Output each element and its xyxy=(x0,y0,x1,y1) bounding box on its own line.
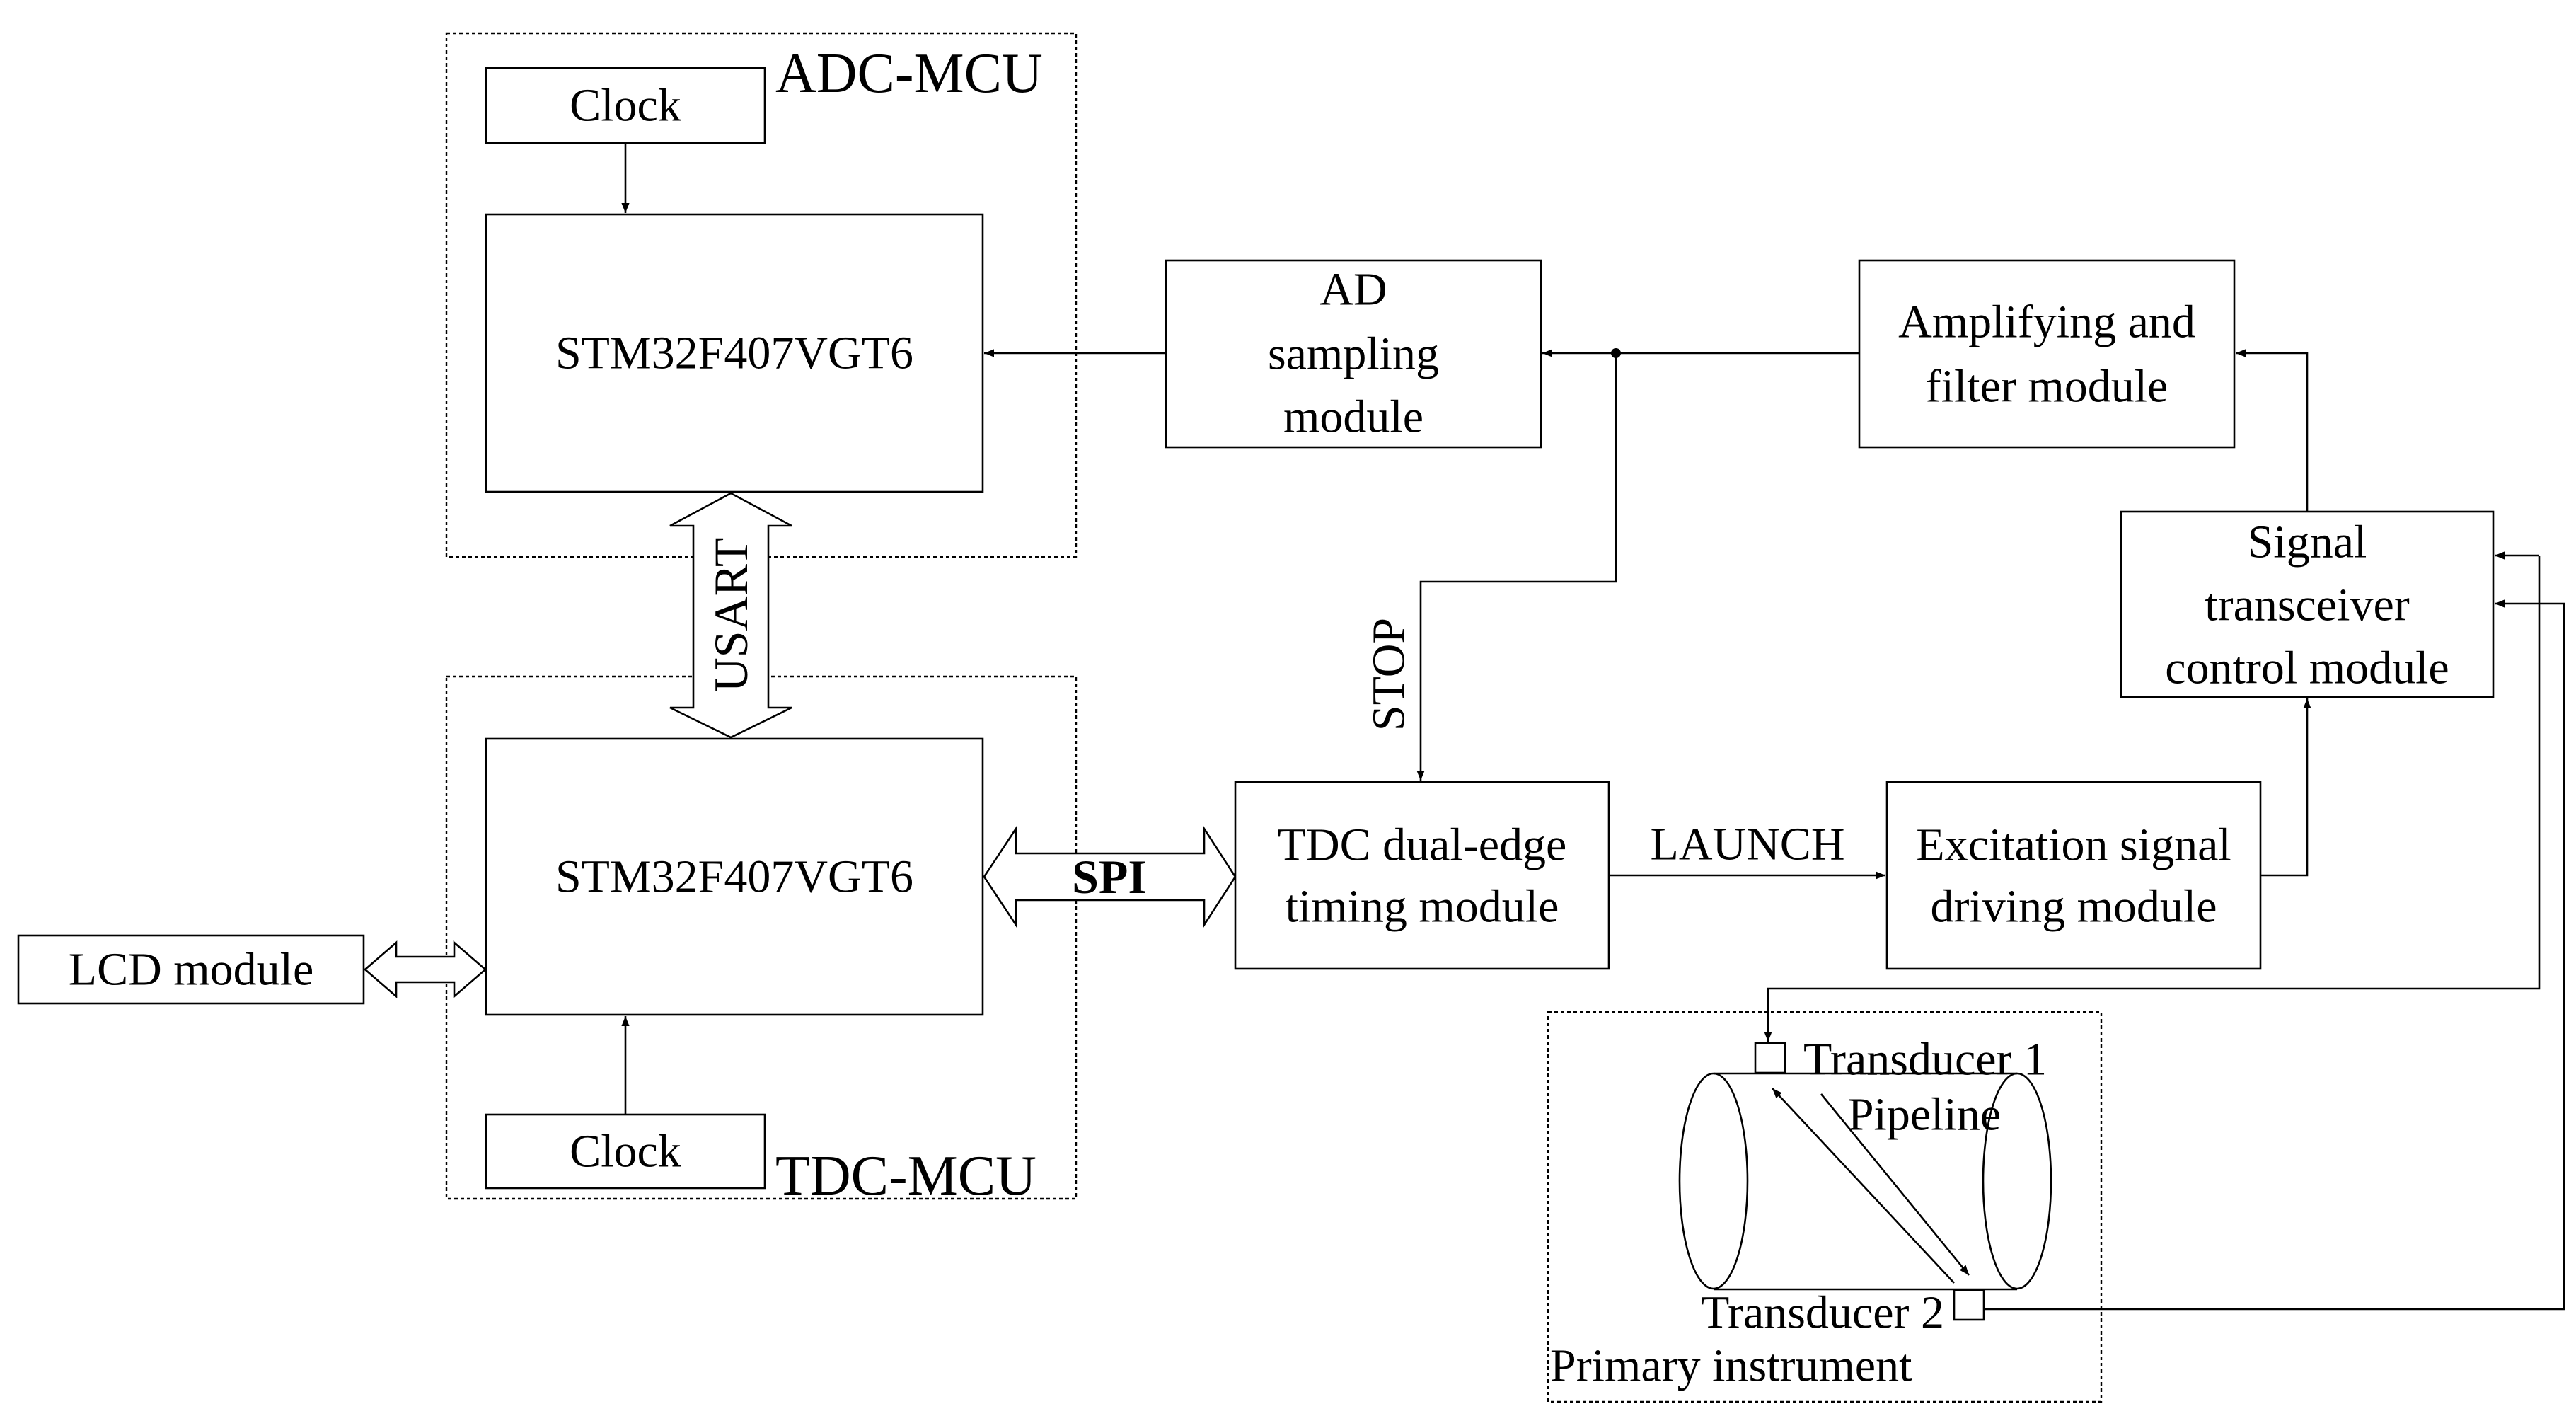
lcd-module-label: LCD module xyxy=(69,944,313,996)
ad-sampling-module-box xyxy=(1165,259,1542,449)
excitation-line-1: Excitation signal xyxy=(1916,819,2231,871)
pipeline-right-end xyxy=(1982,1072,2052,1290)
amplifying-filter-module-box xyxy=(1858,259,2236,449)
stop-signal-line xyxy=(1416,353,1617,781)
transducer-2-link xyxy=(1968,599,2565,1311)
ad-sampling-line-2: sampling xyxy=(1268,328,1439,380)
ultrasonic-path-upstream xyxy=(1772,1088,1955,1284)
tdc-stm32-label: STM32F407VGT6 xyxy=(555,851,913,903)
excitation-line-2: driving module xyxy=(1930,881,2217,933)
ad-sampling-line-1: AD xyxy=(1319,264,1387,316)
transducer-2-box xyxy=(1953,1289,1985,1321)
tdc-timing-module-box xyxy=(1234,781,1610,970)
transceiver-line-2: transceiver xyxy=(2205,580,2410,631)
tdc-mcu-title: TDC-MCU xyxy=(775,1145,1036,1207)
tdc-clock-label: Clock xyxy=(570,1126,681,1178)
transceiver-line-1: Signal xyxy=(2248,517,2367,568)
pipeline-left-end xyxy=(1678,1072,1749,1290)
launch-signal-label: LAUNCH xyxy=(1651,819,1845,870)
transducer-1-box xyxy=(1754,1042,1786,1074)
transceiver-to-amplifying-arrow xyxy=(2236,349,2309,512)
amplifying-line-1: Amplifying and xyxy=(1898,297,2195,348)
usart-bus-label: USART xyxy=(704,538,758,693)
primary-instrument-label: Primary instrument xyxy=(1550,1340,1912,1392)
transducer-1-link xyxy=(1764,556,2541,1042)
adc-stm32-label: STM32F407VGT6 xyxy=(555,328,913,379)
usart-bus-arrow xyxy=(669,492,792,739)
transducer-2-label: Transducer 2 xyxy=(1701,1287,1944,1339)
spi-bus-label: SPI xyxy=(1072,850,1147,904)
ad-sampling-line-3: module xyxy=(1283,391,1423,443)
stop-signal-label: STOP xyxy=(1363,618,1415,731)
excitation-to-transceiver-arrow xyxy=(2260,698,2311,877)
transceiver-line-3: control module xyxy=(2165,643,2449,694)
transducer-1-label: Transducer 1 xyxy=(1803,1034,2047,1086)
amplifying-line-2: filter module xyxy=(1926,361,2168,413)
tdc-stm32-box xyxy=(485,737,984,1016)
lcd-module-box xyxy=(17,934,365,1005)
excitation-module-box xyxy=(1885,781,2262,970)
primary-instrument-group-border xyxy=(1547,1011,2103,1403)
tdc-clock-box xyxy=(485,1113,766,1190)
tdc-timing-line-2: timing module xyxy=(1286,881,1559,933)
adc-mcu-title: ADC-MCU xyxy=(775,42,1043,105)
tdc-timing-line-1: TDC dual-edge xyxy=(1278,819,1567,871)
ultrasonic-path-downstream xyxy=(1820,1093,1970,1276)
signal-transceiver-module-box xyxy=(2120,510,2495,698)
pipeline-label: Pipeline xyxy=(1848,1089,2001,1141)
lcd-bus-arrow xyxy=(364,940,487,998)
adc-clock-label: Clock xyxy=(570,80,681,132)
adc-stm32-box xyxy=(485,213,984,493)
